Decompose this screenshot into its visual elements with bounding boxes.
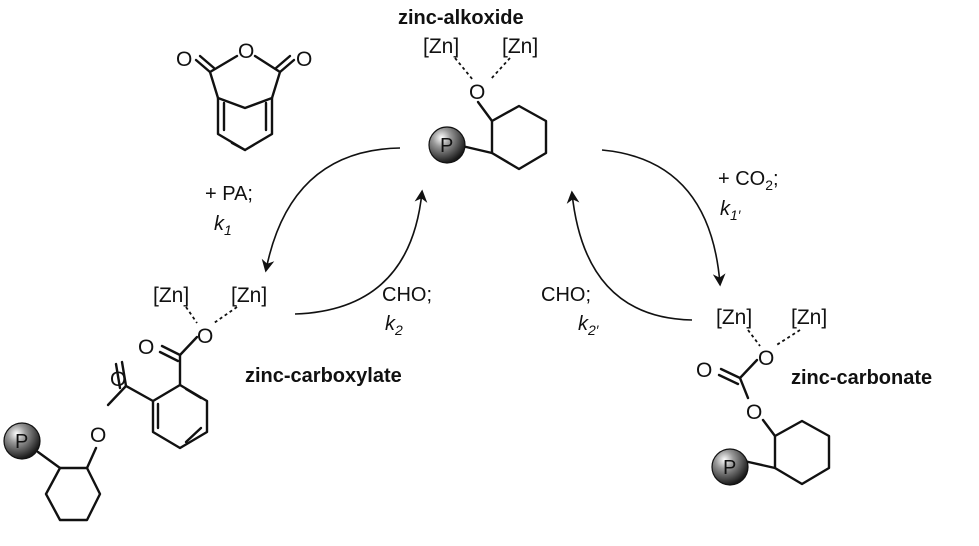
phthalic-anhydride: O O O: [176, 40, 312, 152]
co2-condition: + CO2;: [718, 168, 779, 193]
cho-left-arrow: [294, 189, 428, 315]
carbonate-ester-oxygen: O: [746, 401, 762, 424]
k2-rate: k2: [385, 313, 403, 338]
carbonate-carbonyl-oxygen: O: [696, 359, 712, 382]
carboxylate-oxygen: O: [197, 325, 213, 348]
carboxylate-carbonyl-oxygen: O: [138, 336, 154, 359]
carbonate-zinc-right: [Zn]: [791, 306, 827, 329]
cho-right-condition: CHO;: [541, 284, 591, 306]
k1-prime-rate: k1′: [720, 198, 742, 223]
co2-insertion-arrow: [601, 149, 726, 287]
anhydride-carbonyl-oxygen-left: O: [176, 48, 192, 71]
anhydride-carbonyl-oxygen-right: O: [296, 48, 312, 71]
zinc-carbonate-label: zinc-carbonate: [791, 367, 932, 389]
polymer-support-ball: [428, 126, 466, 164]
k1-rate: k1: [214, 213, 232, 238]
carbonate-oxygen: O: [758, 347, 774, 370]
zinc-alkoxide-label: zinc-alkoxide: [398, 7, 524, 29]
carboxylate-polymer-label: P: [15, 431, 28, 453]
cho-right-arrow: [566, 190, 693, 321]
anhydride-ring-oxygen: O: [238, 40, 254, 63]
carboxylate-polymer-ball: [3, 422, 41, 460]
carbonate-polymer-label: P: [723, 457, 736, 479]
pa-insertion-arrow: [261, 147, 401, 273]
carbonate-polymer-ball: [711, 448, 749, 486]
k2-prime-rate: k2′: [578, 313, 600, 338]
zinc-alkoxide-structure: zinc-alkoxide [Zn] [Zn] O P: [398, 7, 548, 171]
zinc-atom-left: [Zn]: [423, 35, 459, 58]
carbonate-zinc-left: [Zn]: [716, 306, 752, 329]
cho-left-condition: CHO;: [382, 284, 432, 306]
alkoxide-oxygen: O: [469, 81, 485, 104]
carboxylate-zinc-right: [Zn]: [231, 284, 267, 307]
zinc-carbonate-structure: [Zn] [Zn] O O O P zinc-carbonate: [696, 306, 932, 486]
ester-carbonyl-oxygen: O: [110, 368, 126, 391]
zinc-carboxylate-structure: [Zn] [Zn] O O O O P zinc-carboxylate: [3, 284, 402, 522]
pa-condition: + PA;: [205, 183, 253, 205]
ester-oxygen: O: [90, 424, 106, 447]
carboxylate-zinc-left: [Zn]: [153, 284, 189, 307]
zinc-carboxylate-label: zinc-carboxylate: [245, 365, 402, 387]
zinc-atom-right: [Zn]: [502, 35, 538, 58]
polymer-label: P: [440, 135, 453, 157]
